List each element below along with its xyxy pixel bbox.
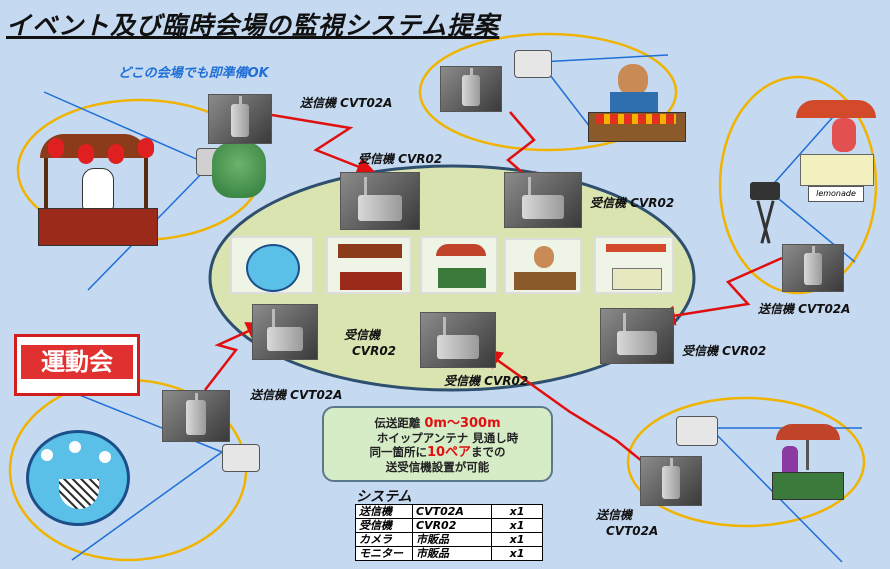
transmitter-label-right: 送信機 CVT02A [758, 302, 851, 316]
sports-day-sign: 運動会 [14, 334, 140, 396]
info-distance-label: 伝送距離 [374, 416, 421, 430]
system-table-title: システム [356, 489, 412, 505]
parasol-stall-illustration [772, 424, 844, 500]
receiver-device-center-left [252, 304, 318, 360]
table-cell: x1 [491, 532, 543, 547]
festival-stall-illustration [34, 124, 164, 248]
monitor-view-lemonade [594, 236, 674, 294]
receiver-label-center-left-1: 受信機 [344, 328, 381, 342]
subtitle: どこの会場でも即準備OK [118, 66, 269, 81]
table-cell: x1 [491, 546, 543, 561]
table-cell: 市販品 [412, 546, 492, 561]
camera-crew-illustration [212, 142, 266, 198]
system-table: 送信機 CVT02A x1 受信機 CVR02 x1 カメラ 市販品 x1 モニ… [355, 504, 543, 561]
table-row: 送信機 CVT02A x1 [355, 504, 543, 519]
info-pairs-prefix: 同一箇所に [369, 445, 427, 459]
transmitter-device-top [208, 94, 272, 144]
receiver-device-center-bottom [420, 312, 496, 368]
table-cell: 受信機 [355, 518, 413, 533]
table-cell: モニター [355, 546, 413, 561]
receiver-label-right: 受信機 CVR02 [682, 344, 767, 358]
sports-day-sign-text: 運動会 [21, 345, 133, 379]
info-pairs-value: 10ペア [426, 445, 472, 460]
security-camera-icon-left-bottom [222, 444, 260, 472]
page-title: イベント及び臨時会場の監視システム提案 [6, 11, 500, 40]
receiver-device-top-right [504, 172, 582, 228]
monitor-view-market [504, 238, 582, 294]
table-row: モニター 市販品 x1 [355, 546, 543, 561]
venue-ring-bottom-stall [626, 396, 866, 528]
lemonade-sign: lemonade [808, 186, 864, 202]
security-camera-icon-bottom-right [676, 416, 718, 446]
venue-ring-market [418, 32, 678, 152]
table-cell: 送信機 [355, 504, 413, 519]
lantern-icon [48, 138, 64, 158]
table-cell: x1 [491, 504, 543, 519]
transmitter-label-bottom-right-1: 送信機 [596, 508, 633, 522]
camera-on-tripod-illustration [736, 178, 796, 248]
monitor-view-parasol-stall [420, 236, 498, 294]
transmitter-label-left-bottom: 送信機 CVT02A [250, 388, 343, 402]
monitor-view-sports-day [230, 236, 314, 294]
table-cell: x1 [491, 518, 543, 533]
vendor-figure [82, 168, 114, 210]
monitor-view-festival-stall [326, 236, 412, 294]
lantern-icon [138, 138, 154, 158]
table-cell: CVT02A [412, 504, 492, 519]
table-row: カメラ 市販品 x1 [355, 532, 543, 547]
transmitter-device-left-bottom [162, 390, 230, 442]
transmitter-device-bottom-right [640, 456, 702, 506]
transmission-info-box: 伝送距離 0m～300m ホイップアンテナ 見通し時 同一箇所に10ペアまでの … [322, 406, 553, 482]
table-cell: カメラ [355, 532, 413, 547]
table-cell: CVR02 [412, 518, 492, 533]
lemonade-stand-illustration: lemonade [796, 100, 876, 210]
receiver-device-top-left [340, 172, 420, 230]
info-antenna-line: ホイップアンテナ 見通し時 [376, 431, 519, 445]
info-pairs-suffix: までの [471, 445, 506, 459]
market-vendor-illustration [588, 58, 686, 142]
ball-toss-basket-illustration [26, 430, 130, 526]
lantern-icon [78, 144, 94, 164]
receiver-label-center-left-2: CVR02 [352, 344, 397, 358]
table-cell: 市販品 [412, 532, 492, 547]
receiver-label-top-left: 受信機 CVR02 [358, 152, 443, 166]
transmitter-label-bottom-right-2: CVT02A [606, 524, 659, 538]
lantern-icon [108, 144, 124, 164]
transmitter-device-market [440, 66, 502, 112]
info-install-line: 送受信機設置が可能 [385, 460, 490, 474]
receiver-device-right [600, 308, 674, 364]
security-camera-icon [514, 50, 552, 78]
transmitter-device-right [782, 244, 844, 292]
receiver-label-top-right: 受信機 CVR02 [590, 196, 675, 210]
venue-ring-lemonade [718, 75, 878, 295]
table-row: 受信機 CVR02 x1 [355, 518, 543, 533]
info-distance-value: 0m～300m [424, 416, 501, 431]
receiver-label-center-bottom: 受信機 CVR02 [444, 374, 529, 388]
transmitter-label-top: 送信機 CVT02A [300, 96, 393, 110]
